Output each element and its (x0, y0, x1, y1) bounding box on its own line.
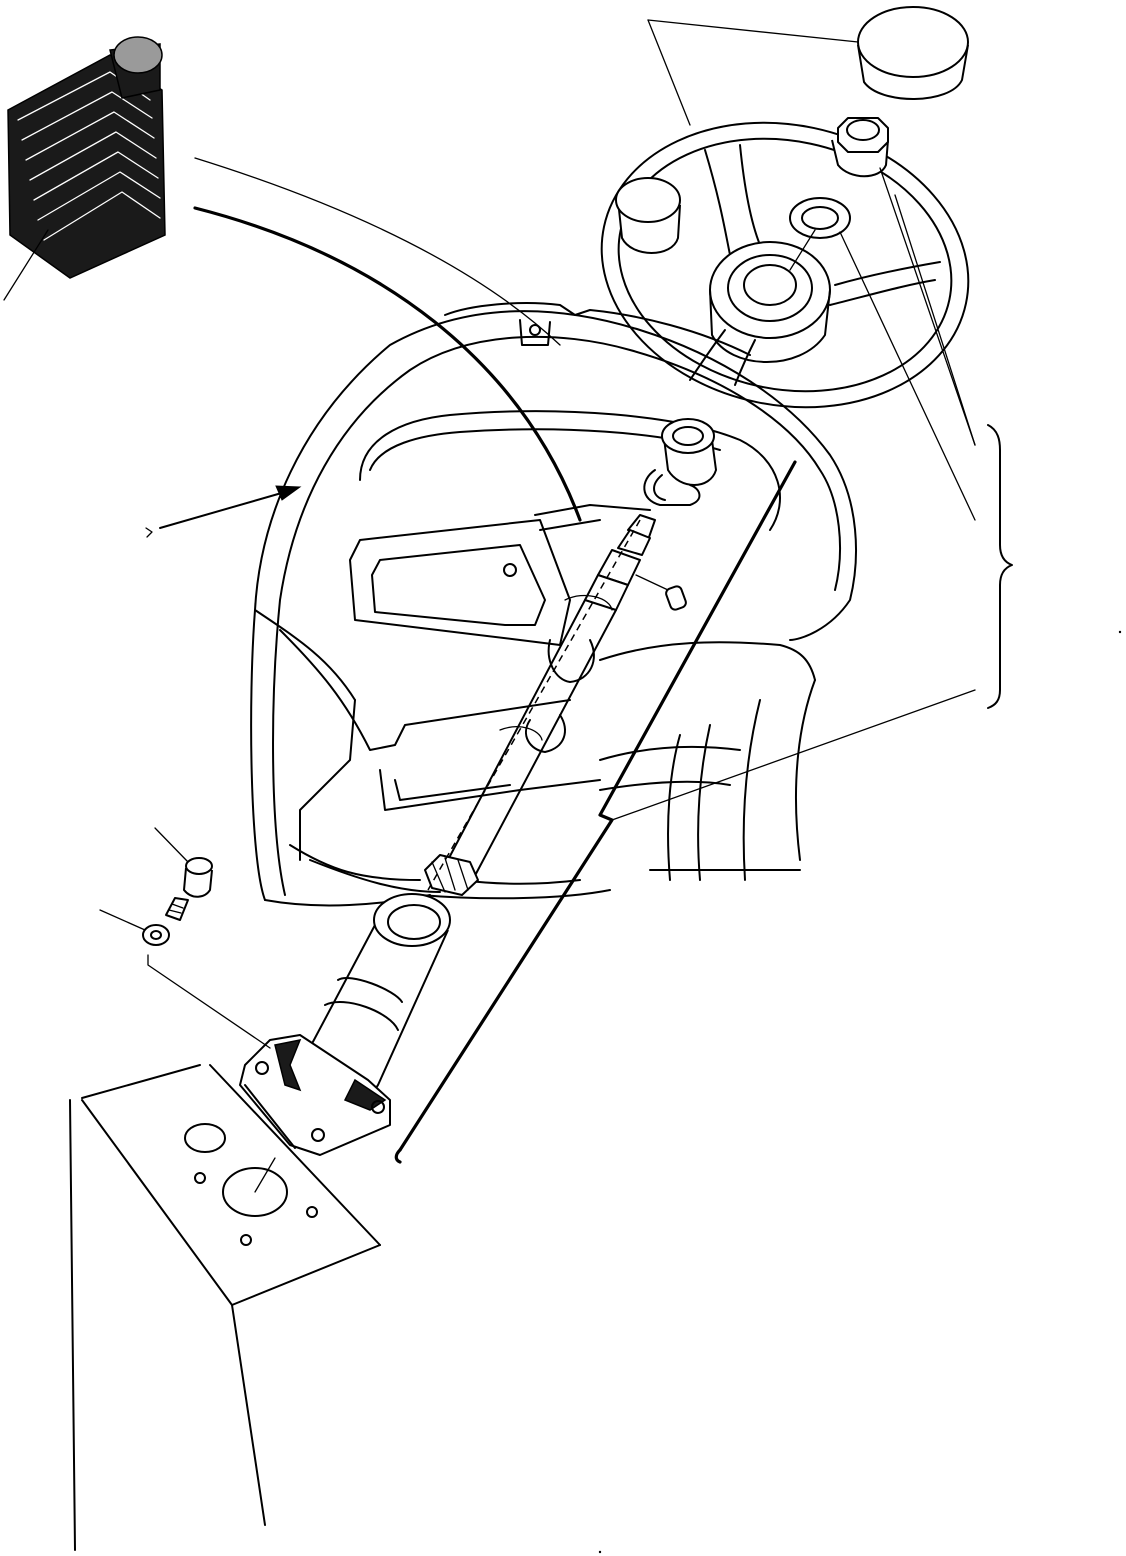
guide-arc-inner (193, 206, 582, 522)
column-clip-upper (547, 639, 595, 683)
leader-line-hub (789, 229, 816, 271)
assembly-group-line (398, 460, 797, 1152)
wheel-spinner-knob (615, 177, 681, 254)
mark-dot (1118, 630, 1122, 634)
leader-line-capgroup-top (647, 19, 859, 43)
assembly-group-line-foot (394, 1148, 402, 1164)
mark-dot-2 (598, 1550, 602, 1554)
gear-lever-boot (7, 36, 166, 279)
leader-line-washer-lower (99, 909, 146, 931)
washer (789, 197, 851, 239)
shaft-tie-lower (499, 726, 543, 741)
steering-unit-housing (69, 1064, 381, 1551)
steering-wheel (600, 121, 970, 409)
leader-line-housing (254, 1157, 276, 1193)
leader-line-fixings (147, 954, 271, 1049)
wheel-nut (831, 117, 889, 178)
dashboard-console (250, 302, 857, 907)
leader-line-group (611, 689, 976, 821)
steering-column-bearing (661, 418, 717, 486)
leader-line-knob (894, 194, 976, 446)
steering-shaft (424, 514, 656, 896)
horn-cap (857, 6, 969, 100)
roll-pin (635, 574, 687, 611)
leader-line-nut (879, 167, 976, 446)
group-brace (987, 424, 1013, 709)
leader-line-capgroup (647, 19, 691, 126)
leader-line-washer (839, 231, 976, 521)
leader-line-screw (154, 827, 189, 863)
mounting-flange (239, 1034, 391, 1156)
cap-screw (165, 857, 213, 921)
guide-arc-outer (194, 157, 561, 346)
leader-line-boot (3, 229, 49, 301)
lock-washer (142, 924, 170, 946)
view-arrow (145, 485, 302, 538)
circlip (643, 469, 701, 506)
column-clip-lower (525, 714, 566, 753)
